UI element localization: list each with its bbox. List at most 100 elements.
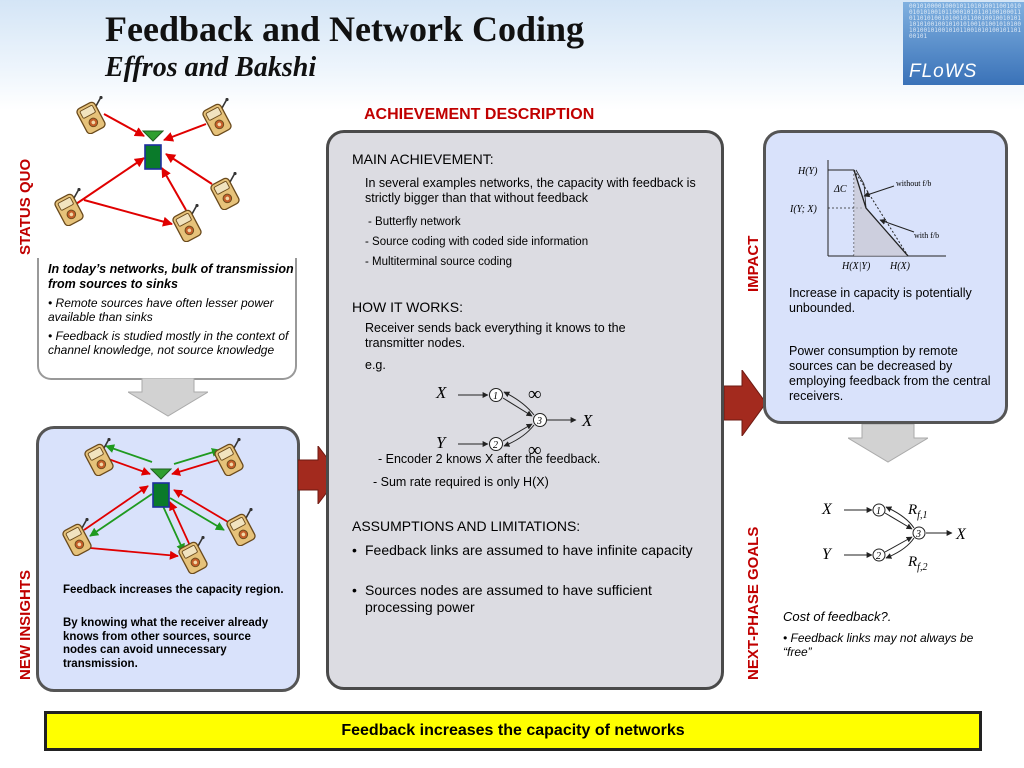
hxy-label: H(X|Y) — [841, 261, 871, 272]
arrow-feedback-3 — [169, 497, 225, 531]
arrow-feedback-5 — [89, 493, 153, 537]
infinity-label-top: ∞ — [528, 384, 542, 405]
node-2-label: 2 — [876, 551, 881, 562]
feedback-network-diagram: X Y 1 2 3 X ∞ ∞ — [435, 383, 593, 458]
assumptions-heading: ASSUMPTIONS AND LIMITATIONS: — [352, 518, 581, 534]
with-fb-label: with f/b — [914, 231, 939, 240]
source-y-label: Y — [436, 433, 447, 452]
next-phase-label: NEXT-PHASE GOALS — [745, 526, 762, 680]
achievement-title: ACHIEVEMENT DESCRIPTION — [364, 106, 595, 123]
node-2 — [489, 437, 503, 451]
infinity-label-bottom: ∞ — [528, 440, 542, 458]
arrow-data-3 — [173, 489, 229, 523]
arrow-feedback-1 — [105, 444, 153, 463]
arrow-source-5-to-source-4 — [83, 199, 173, 227]
node-1 — [872, 503, 886, 517]
new-insights-text-1: Feedback increases the capacity region. — [63, 584, 284, 596]
down-arrow — [128, 378, 208, 417]
node-2-label: 2 — [493, 440, 498, 451]
sensor-icon — [200, 98, 234, 136]
status-quo-network-diagram — [52, 96, 242, 242]
node-3 — [912, 526, 926, 540]
page-title: Feedback and Network Coding — [105, 9, 585, 49]
bullet-dot: • — [352, 542, 357, 558]
node-1-label: 1 — [493, 391, 498, 402]
arrow-data-5 — [83, 485, 149, 531]
without-fb-label: without f/b — [896, 179, 931, 188]
arrow-source-1-to-sink — [103, 113, 145, 137]
sensor-icon — [212, 438, 246, 476]
rate-label-2: Rf,2 — [907, 554, 927, 573]
main-item-multiterminal: - Multiterminal source coding — [365, 256, 513, 268]
hx-label: H(X) — [889, 261, 911, 272]
output-x-label: X — [581, 411, 593, 430]
status-quo-heading: In today’s networks, bulk of transmissio… — [48, 262, 294, 291]
sink-icon — [142, 130, 164, 170]
down-arrow — [848, 424, 928, 463]
achievement-panel — [326, 130, 724, 690]
next-phase-bullet: • Feedback links may not always be “free… — [783, 631, 974, 659]
next-phase-heading: Cost of feedback?. — [783, 609, 892, 624]
node-2 — [872, 548, 886, 562]
arrow-data-6 — [89, 547, 179, 560]
sensor-icon — [170, 204, 204, 242]
node-1-label: 1 — [876, 506, 881, 517]
right-arrow — [724, 370, 766, 436]
arrow-feedback-4 — [161, 503, 185, 553]
how-it-works-eg: e.g. — [365, 358, 386, 372]
node-1 — [489, 388, 503, 402]
page-subtitle: Effros and Bakshi — [105, 52, 317, 83]
sensor-icon — [176, 536, 210, 574]
sensor-icon — [60, 518, 94, 556]
source-x-label: X — [435, 383, 447, 402]
how-it-works-text: Receiver sends back everything it knows … — [365, 321, 626, 350]
bullet-dot: • — [352, 582, 357, 598]
source-x-label: X — [821, 501, 833, 518]
main-achievement-heading: MAIN ACHIEVEMENT: — [352, 151, 494, 167]
source-y-label: Y — [822, 546, 833, 563]
main-item-butterfly: - Butterfly network — [368, 216, 461, 228]
arrow-data-2 — [171, 459, 219, 476]
logo-text: FLoWS — [909, 61, 978, 82]
arrow-source-2-to-sink — [163, 123, 207, 142]
hy-label: H(Y) — [797, 166, 818, 177]
assumption-item-2: •Sources nodes are assumed to have suffi… — [352, 582, 652, 615]
node-3-label: 3 — [915, 529, 921, 540]
new-insights-network-diagram — [60, 438, 258, 574]
how-it-works-heading: HOW IT WORKS: — [352, 299, 463, 315]
capacity-region-chart: H(Y) I(Y; X) ΔC H(X|Y) H(X) without f/b … — [789, 160, 946, 272]
rate-label-1: Rf,1 — [907, 502, 927, 521]
status-quo-label: STATUS QUO — [17, 158, 34, 255]
node-3-label: 3 — [536, 416, 542, 427]
status-quo-bullet-2: • Feedback is studied mostly in the cont… — [48, 329, 289, 357]
impact-text-2: Power consumption by remote sources can … — [789, 344, 991, 403]
how-item-encoder: - Encoder 2 knows X after the feedback. — [378, 452, 601, 466]
conclusion-banner: Feedback increases the capacity of netwo… — [44, 711, 982, 751]
next-phase-network-diagram: X Y 1 2 3 X Rf,1 Rf,2 — [821, 501, 967, 573]
impact-text-1: Increase in capacity is potentially unbo… — [789, 286, 972, 315]
new-insights-label: NEW INSIGHTS — [17, 569, 34, 680]
impact-label: IMPACT — [745, 235, 762, 292]
status-quo-bullet-1: • Remote sources have often lesser power… — [48, 296, 274, 324]
sensor-icon — [52, 188, 86, 226]
sensor-icon — [82, 438, 116, 476]
output-x-label: X — [955, 526, 967, 543]
sensor-icon — [74, 96, 108, 134]
new-insights-text-2: By knowing what the receiver already kno… — [63, 617, 269, 670]
assumption-item-1: •Feedback links are assumed to have infi… — [352, 542, 693, 558]
iyx-label: I(Y; X) — [789, 204, 818, 215]
node-3 — [533, 413, 547, 427]
delta-c-label: ΔC — [833, 184, 847, 195]
impact-panel — [763, 130, 1008, 424]
flows-logo: 0010100001000101101010011001010010101001… — [903, 2, 1024, 85]
sink-icon — [150, 468, 172, 508]
logo-binary-pattern: 0010100001000101101010011001010010101001… — [909, 3, 1021, 40]
arrow-source-5-to-sink — [75, 157, 145, 205]
arrow-source-4-to-sink — [161, 167, 187, 211]
arrow-source-3-to-sink — [165, 153, 213, 185]
arrow-feedback-2 — [173, 448, 221, 465]
how-item-sum-rate: - Sum rate required is only H(X) — [373, 475, 549, 489]
main-achievement-text: In several examples networks, the capaci… — [365, 176, 696, 205]
sensor-icon — [224, 508, 258, 546]
sensor-icon — [208, 172, 242, 210]
